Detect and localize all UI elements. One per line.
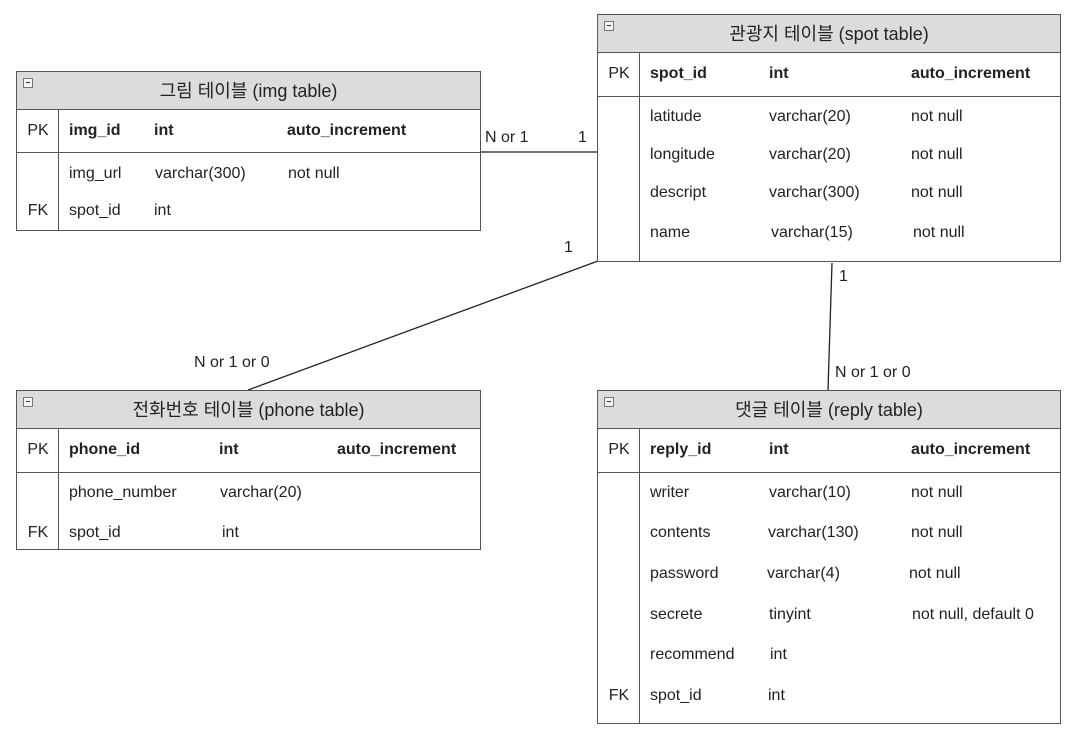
field-name: spot_id <box>650 65 707 82</box>
spot-table-header: 관광지 테이블 (spot table) <box>598 15 1060 53</box>
phone-table-pk-row[interactable]: PK phone_id int auto_increment <box>17 429 480 473</box>
field-type: varchar(130) <box>768 524 859 541</box>
field-name: img_url <box>69 165 122 182</box>
field-type: int <box>222 524 239 541</box>
field-constraint: not null <box>911 146 963 163</box>
field-type: int <box>219 441 239 458</box>
field-type: tinyint <box>769 606 811 623</box>
field-type: varchar(4) <box>767 565 840 582</box>
reply-table-pk-row[interactable]: PK reply_id int auto_increment <box>598 429 1060 473</box>
field-name: reply_id <box>650 441 712 458</box>
phone-table-header: 전화번호 테이블 (phone table) <box>17 391 480 429</box>
field-constraint: not null <box>909 565 961 582</box>
field-constraint: not null <box>911 184 963 201</box>
reply-table-key-column <box>598 429 640 723</box>
field-type: varchar(20) <box>220 484 302 501</box>
field-name: spot_id <box>650 687 702 704</box>
spot-table-title: 관광지 테이블 (spot table) <box>729 24 929 44</box>
field-name: writer <box>650 484 690 501</box>
field-constraint: auto_increment <box>911 441 1031 458</box>
phone-spot-cardinality-many: N or 1 or 0 <box>194 354 270 371</box>
field-name: descript <box>650 184 707 201</box>
pk-marker: PK <box>27 441 49 458</box>
field-type: varchar(15) <box>771 224 853 241</box>
reply-table[interactable]: 댓글 테이블 (reply table) PK reply_id int aut… <box>597 390 1061 724</box>
pk-marker: PK <box>27 122 49 139</box>
field-name: phone_number <box>69 484 177 501</box>
field-name: latitude <box>650 108 702 125</box>
field-constraint: not null <box>913 224 965 241</box>
field-constraint: not null <box>288 165 340 182</box>
fk-marker: FK <box>608 687 630 704</box>
field-constraint: auto_increment <box>337 441 457 458</box>
field-name: longitude <box>650 146 715 163</box>
spot-table-pk-row[interactable]: PK spot_id int auto_increment <box>598 53 1060 97</box>
reply-table-header: 댓글 테이블 (reply table) <box>598 391 1060 429</box>
fk-marker: FK <box>27 202 49 219</box>
pk-marker: PK <box>608 65 630 82</box>
field-constraint: not null <box>911 484 963 501</box>
collapse-icon[interactable] <box>604 21 614 31</box>
field-type: varchar(300) <box>155 165 246 182</box>
reply-table-title: 댓글 테이블 (reply table) <box>735 400 923 420</box>
reply-spot-cardinality-many: N or 1 or 0 <box>835 364 911 381</box>
field-constraint: auto_increment <box>911 65 1031 82</box>
field-constraint: not null <box>911 108 963 125</box>
img-table[interactable]: 그림 테이블 (img table) PK img_id int auto_in… <box>16 71 481 231</box>
field-type: int <box>154 122 174 139</box>
phone-table[interactable]: 전화번호 테이블 (phone table) PK phone_id int a… <box>16 390 481 550</box>
spot-table-key-column <box>598 53 640 261</box>
phone-spot-relation-line <box>247 260 599 391</box>
spot-table[interactable]: 관광지 테이블 (spot table) PK spot_id int auto… <box>597 14 1061 262</box>
field-constraint: not null <box>911 524 963 541</box>
img-spot-cardinality-many: N or 1 <box>485 129 529 146</box>
reply-spot-cardinality-one: 1 <box>839 268 848 285</box>
field-name: spot_id <box>69 202 121 219</box>
field-type: int <box>768 687 785 704</box>
field-type: int <box>769 441 789 458</box>
phone-table-key-column <box>17 429 59 549</box>
field-name: password <box>650 565 719 582</box>
field-name: secrete <box>650 606 703 623</box>
field-name: phone_id <box>69 441 141 458</box>
field-constraint: auto_increment <box>287 122 407 139</box>
phone-spot-cardinality-one: 1 <box>564 239 573 256</box>
field-name: img_id <box>69 122 121 139</box>
img-table-header: 그림 테이블 (img table) <box>17 72 480 110</box>
pk-marker: PK <box>608 441 630 458</box>
collapse-icon[interactable] <box>23 78 33 88</box>
field-type: varchar(10) <box>769 484 851 501</box>
img-spot-cardinality-one: 1 <box>578 129 587 146</box>
field-type: varchar(20) <box>769 108 851 125</box>
fk-marker: FK <box>27 524 49 541</box>
field-constraint: not null, default 0 <box>912 606 1034 623</box>
field-type: varchar(300) <box>769 184 860 201</box>
field-type: int <box>770 646 787 663</box>
field-name: recommend <box>650 646 735 663</box>
field-type: int <box>154 202 171 219</box>
img-table-pk-row[interactable]: PK img_id int auto_increment <box>17 110 480 153</box>
field-name: spot_id <box>69 524 121 541</box>
collapse-icon[interactable] <box>23 397 33 407</box>
field-name: contents <box>650 524 711 541</box>
reply-spot-relation-line <box>827 262 833 391</box>
img-table-title: 그림 테이블 (img table) <box>159 81 338 101</box>
phone-table-title: 전화번호 테이블 (phone table) <box>132 400 365 420</box>
field-name: name <box>650 224 691 241</box>
collapse-icon[interactable] <box>604 397 614 407</box>
img-table-key-column <box>17 110 59 230</box>
field-type: int <box>769 65 789 82</box>
field-type: varchar(20) <box>769 146 851 163</box>
